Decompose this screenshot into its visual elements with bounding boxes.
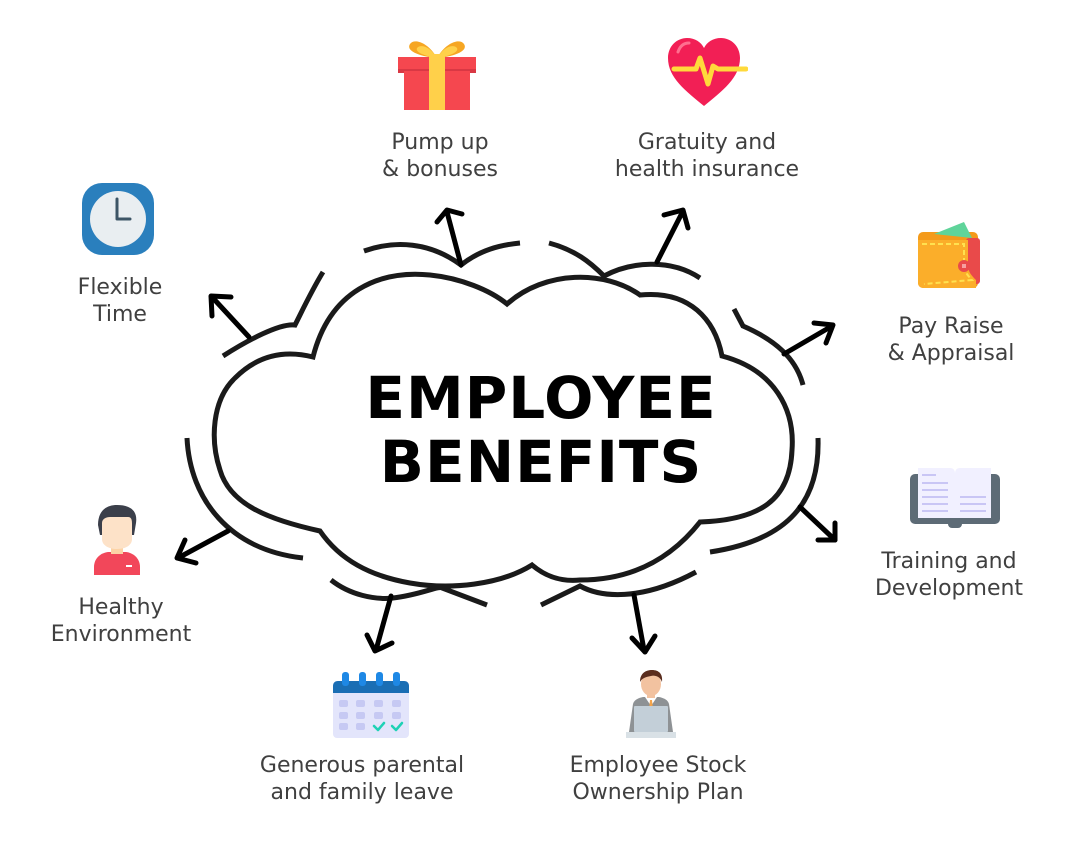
arrow-to-stock-plan — [629, 592, 658, 655]
benefit-label-line-1: Training and — [881, 549, 1017, 574]
arrow-to-gratuity — [654, 207, 691, 265]
outer-arc-left — [184, 437, 304, 561]
arrow-to-pay-raise — [781, 320, 836, 357]
outer-arc-top-left — [221, 270, 326, 359]
benefit-label-line-1: Flexible — [77, 275, 163, 300]
benefit-label-line-1: Pump up — [391, 130, 489, 155]
benefit-label-line-2: Time — [93, 302, 147, 327]
benefit-label-line-1: Pay Raise — [898, 314, 1004, 339]
arrow-to-healthy-environment — [174, 528, 231, 566]
benefit-label-line-2: Ownership Plan — [572, 780, 744, 805]
outer-arc-top-center-right — [548, 240, 702, 281]
benefit-label-line-1: Generous parental — [259, 753, 465, 778]
arrow-to-training — [797, 504, 838, 543]
benefit-label-line-2: Environment — [50, 622, 192, 647]
person-avatar-icon — [94, 505, 140, 575]
outer-arc-right-upper — [731, 307, 806, 386]
clock-icon — [82, 183, 154, 255]
benefit-label-line-1: Employee Stock — [569, 753, 747, 778]
benefit-label-line-1: Healthy — [78, 595, 164, 620]
title-line-1: EMPLOYEE — [365, 364, 717, 432]
benefit-label-line-2: Development — [874, 576, 1024, 601]
open-book-icon — [910, 468, 1000, 528]
gift-icon — [398, 41, 476, 110]
outer-arc-bottom-right — [539, 569, 698, 608]
benefit-label-line-1: Gratuity and — [637, 130, 777, 155]
heart-pulse-icon — [668, 38, 748, 106]
calendar-icon — [333, 672, 409, 738]
businessman-laptop-icon — [626, 670, 676, 738]
benefit-label-line-2: & Appraisal — [887, 341, 1015, 366]
title-line-2: BENEFITS — [379, 428, 703, 496]
arrow-to-flexible-time — [208, 293, 252, 340]
benefit-label-line-2: health insurance — [614, 157, 800, 182]
cloud-outline — [211, 271, 795, 589]
benefit-label-line-2: & bonuses — [382, 157, 498, 182]
arrow-to-parental-leave — [364, 593, 395, 654]
outer-arc-right-lower — [709, 437, 821, 555]
outer-arc-top-center-left — [363, 240, 521, 269]
diagram-title: EMPLOYEE BENEFITS — [365, 366, 716, 494]
benefit-label-line-2: and family leave — [270, 780, 454, 805]
arrow-to-bonuses — [434, 207, 465, 268]
wallet-icon — [918, 222, 980, 288]
